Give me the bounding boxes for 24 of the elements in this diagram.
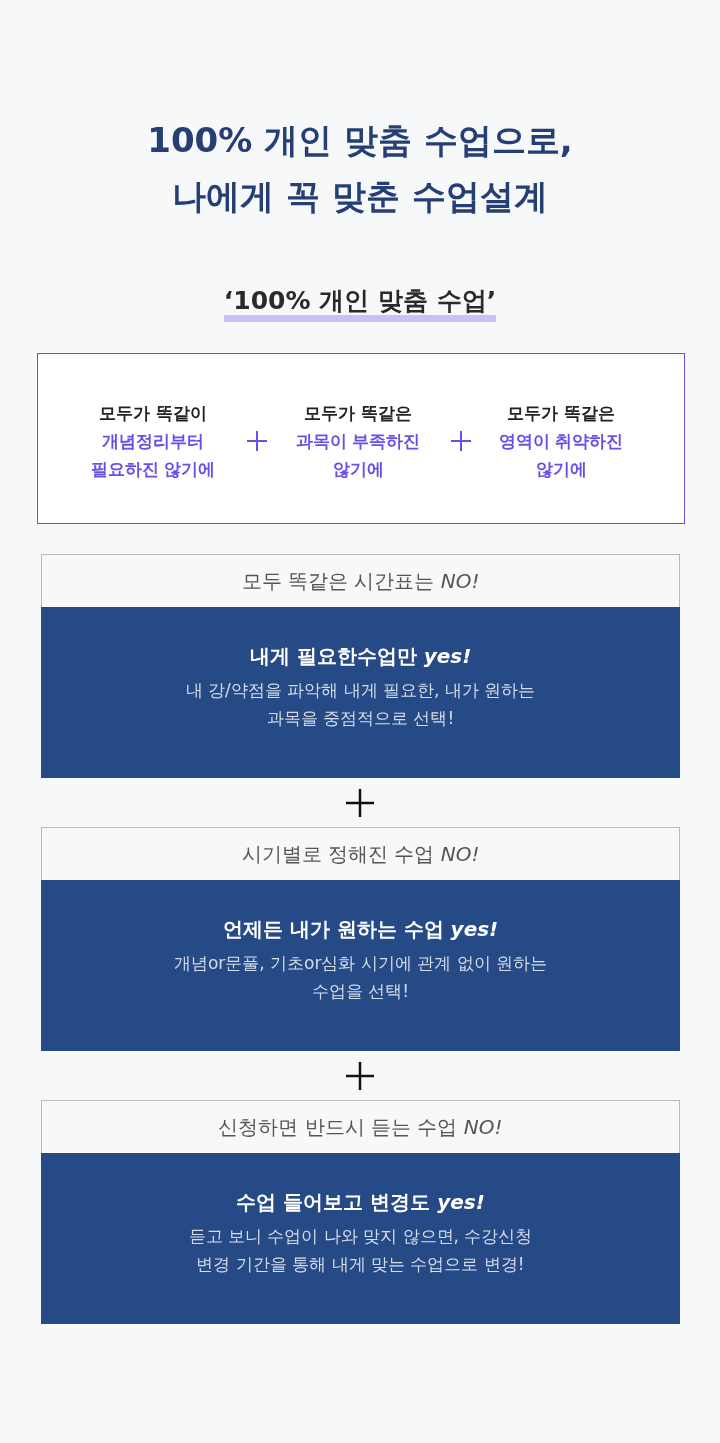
column-heading: 모두가 똑같은 <box>303 402 413 425</box>
panel-text: 개념or문풀, 기초or심화 시기에 관계 없이 원하는 수업을 선택! <box>172 952 549 1003</box>
panel-heading: 내게 필요한수업만 yes! <box>249 643 472 670</box>
panel-heading: 언제든 내가 원하는 수업 yes! <box>222 916 499 943</box>
info-panel <box>41 1153 680 1324</box>
panel-text: 듣고 보니 수업이 나와 맞지 않으면, 수강신청 변경 기간을 통해 내게 맞는 수업으로 변경! <box>187 1225 534 1276</box>
panel-heading: 수업 들어보고 변경도 yes! <box>236 1189 485 1216</box>
page-title: 100% 개인 맞춤 수업으로, 나에게 꼭 맞춘 수업설계 <box>146 119 574 218</box>
info-panel <box>41 880 680 1051</box>
heading-text: 신청하면 반드시 듣는 수업 NO! <box>218 1113 503 1141</box>
header-band <box>41 827 680 881</box>
column-text: 개념정리부터 필요하진 않기에 <box>89 430 217 481</box>
heading-text: 모두 똑같은 시간표는 NO! <box>241 567 480 595</box>
heading-text: 시기별로 정해진 수업 NO! <box>241 840 480 868</box>
panel-text: 내 강/약점을 파악해 내게 필요한, 내가 원하는 과목을 중점적으로 선택! <box>184 679 537 730</box>
header-band <box>41 1100 680 1154</box>
subtitle: ‘100% 개인 맞춤 수업’ <box>223 286 497 322</box>
column-text: 영역이 취약하진 않기에 <box>497 430 625 481</box>
column-text: 과목이 부족하진 않기에 <box>294 430 422 481</box>
card-frame <box>37 353 685 524</box>
column-heading: 모두가 똑같은 <box>506 402 616 425</box>
info-panel <box>41 607 680 778</box>
header-band <box>41 554 680 608</box>
column-heading: 모두가 똑같이 <box>98 402 208 425</box>
